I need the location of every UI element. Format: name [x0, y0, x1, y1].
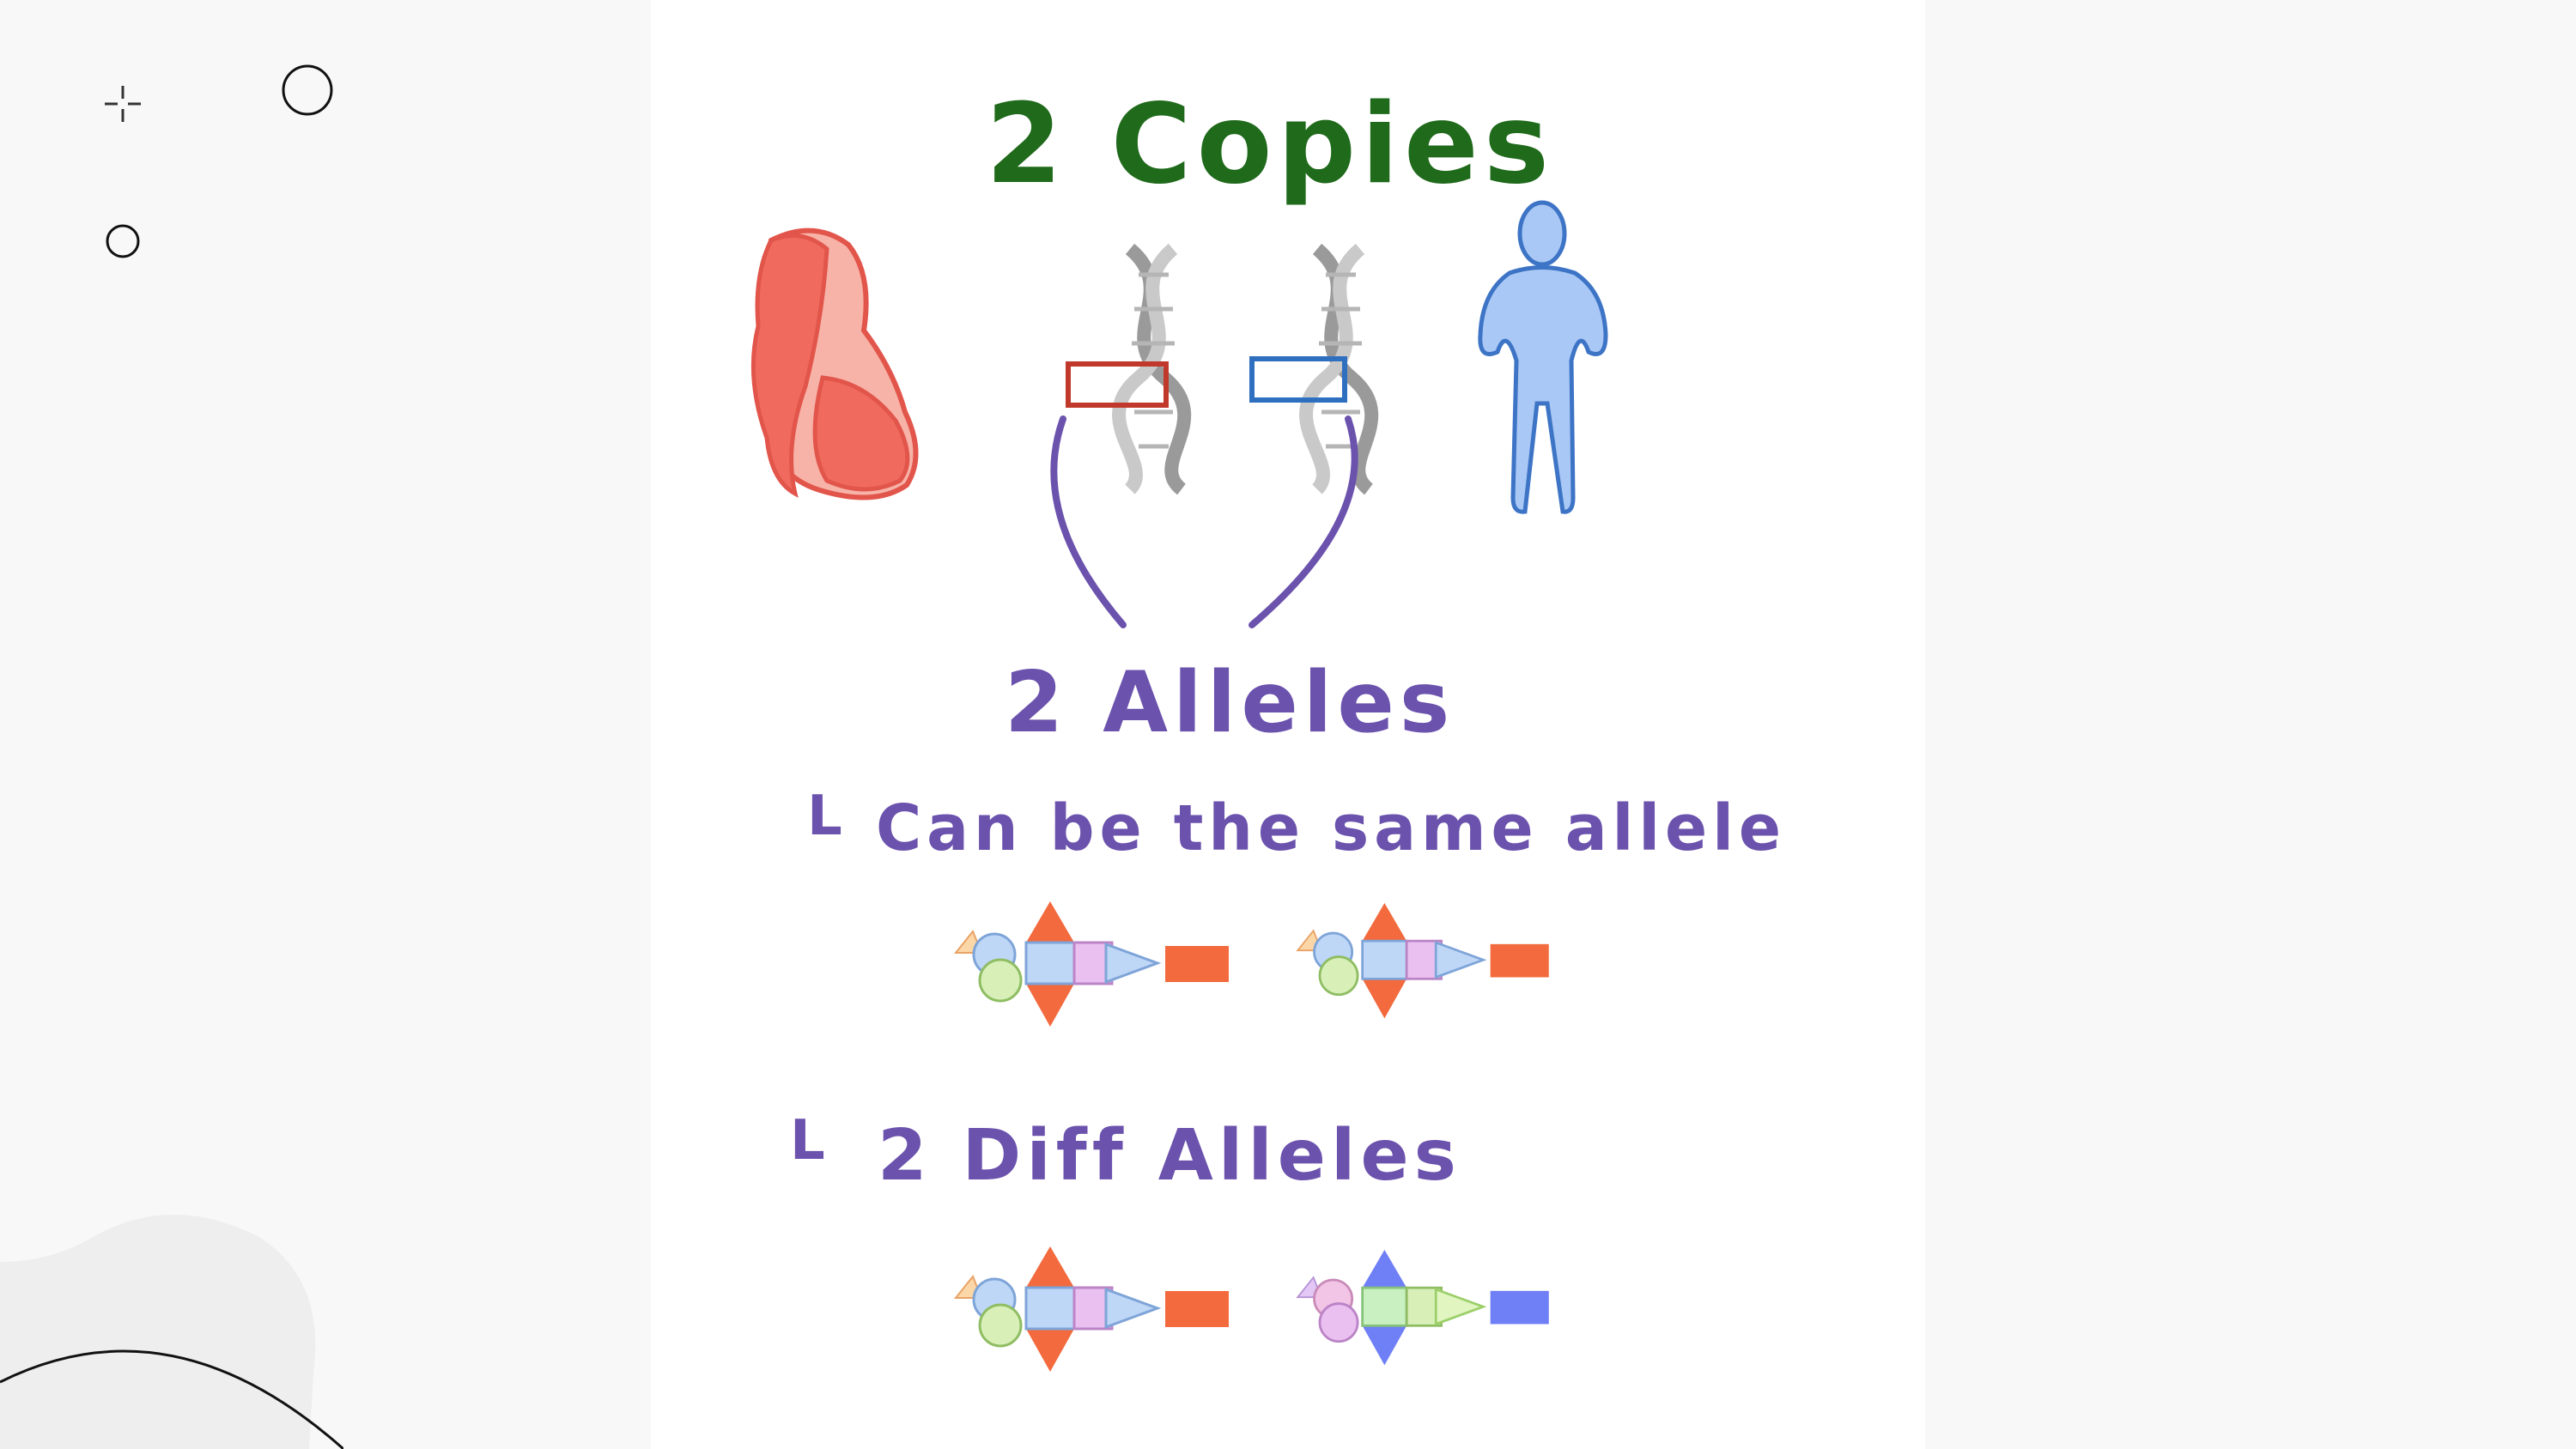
- gene-icon-diff-left: [953, 1246, 1229, 1372]
- gene-icon-same-right: [1296, 903, 1549, 1019]
- pregnant-woman-figure: [750, 227, 919, 500]
- dna-helix-left-icon: [1112, 243, 1192, 495]
- background-blob: [0, 1215, 343, 1449]
- allele-marker-blue: [1249, 356, 1347, 403]
- circle-outline-large-icon: [282, 64, 333, 116]
- dna-helix-right-icon: [1299, 243, 1379, 495]
- slide-title: 2 Copies: [986, 81, 1554, 209]
- bullet-marker-2: L: [790, 1109, 830, 1173]
- allele-brace-left: [1050, 415, 1127, 628]
- allele-brace-right: [1249, 415, 1358, 628]
- bullet-1-text: Can be the same allele: [876, 791, 1786, 865]
- allele-marker-red: [1066, 361, 1169, 408]
- slide-panel: 2 Copies 2 Alleles L Can b: [651, 0, 1925, 1449]
- gene-icon-diff-right: [1296, 1250, 1549, 1366]
- crosshair-icon: [105, 86, 141, 122]
- man-figure: [1478, 200, 1608, 514]
- bullet-marker-1: L: [807, 785, 848, 848]
- gene-icon-same-left: [953, 901, 1229, 1027]
- bullet-2-text: 2 Diff Alleles: [878, 1115, 1461, 1197]
- circle-outline-small-icon: [106, 224, 140, 258]
- alleles-heading: 2 Alleles: [1005, 654, 1455, 752]
